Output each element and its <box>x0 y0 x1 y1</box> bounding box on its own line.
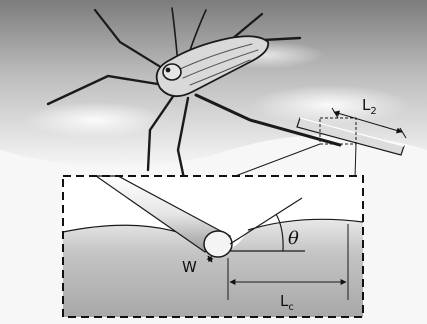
insect-head <box>163 64 181 80</box>
leg-end-circle <box>204 231 232 257</box>
insect-eye <box>166 68 171 73</box>
inset-panel <box>63 176 363 317</box>
theta-label: θ <box>288 228 299 249</box>
w-label: W <box>182 258 197 276</box>
